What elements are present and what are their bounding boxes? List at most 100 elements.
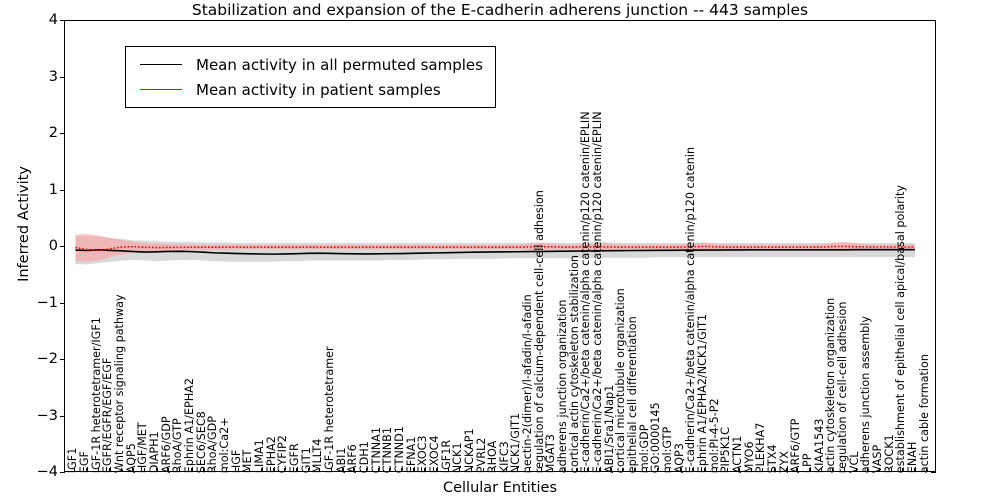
x-tick-mark	[330, 468, 332, 472]
x-tick-mark	[424, 468, 426, 472]
x-tick-mark	[237, 468, 239, 472]
x-tick-mark	[564, 468, 566, 472]
x-tick-mark	[913, 468, 915, 472]
x-tick-label: ARF6/GTP	[789, 418, 803, 473]
x-tick-mark	[727, 468, 729, 472]
x-tick-label: NCKAP1	[462, 428, 476, 473]
x-tick-label: CTNNB1	[381, 426, 395, 473]
x-tick-mark	[855, 468, 857, 472]
x-tick-mark	[97, 468, 99, 472]
x-tick-mark	[925, 468, 927, 472]
x-tick-label: RhoA/GTP	[171, 418, 185, 473]
x-tick-mark	[156, 468, 158, 472]
x-tick-label: MLLT4	[311, 438, 325, 473]
x-tick-mark	[645, 468, 647, 472]
x-tick-label: EGF	[77, 450, 91, 473]
y-tick-mark	[60, 76, 65, 78]
x-tick-label: Ephrin A1/EPHA2/NCK1/GIT1	[695, 313, 709, 473]
x-tick-label: EXOC3	[416, 435, 430, 473]
x-tick-mark	[529, 468, 531, 472]
x-tick-mark	[843, 468, 845, 472]
x-tick-label: EGFR/EGFR/EGF/EGF	[101, 357, 115, 473]
x-tick-label: CTNND1	[392, 425, 406, 473]
x-tick-mark	[704, 468, 706, 472]
x-tick-mark	[878, 468, 880, 472]
x-tick-label: MGAT3	[544, 433, 558, 473]
x-tick-mark	[587, 468, 589, 472]
y-tick-label: −1	[36, 294, 58, 311]
x-tick-mark	[354, 468, 356, 472]
x-tick-label: Wnt receptor signaling pathway	[112, 294, 126, 473]
x-tick-mark	[226, 468, 228, 472]
x-tick-label: EGFR	[287, 443, 301, 473]
x-tick-mark	[342, 468, 344, 472]
y-tick-mark	[60, 302, 65, 304]
x-tick-mark	[657, 468, 659, 472]
legend-label-patient: Mean activity in patient samples	[196, 80, 441, 99]
y-tick-label: −2	[36, 350, 58, 367]
x-tick-label: regulation of calcium-dependent cell-cel…	[532, 189, 546, 473]
legend-line-patient-icon	[140, 89, 182, 90]
x-tick-mark	[249, 468, 251, 472]
x-tick-label: VASP	[870, 444, 884, 473]
y-tick-label: 3	[48, 68, 58, 85]
x-tick-mark	[575, 468, 577, 472]
x-tick-label: actin cytoskeleton organization	[824, 297, 838, 473]
x-tick-mark	[599, 468, 601, 472]
x-tick-mark	[540, 468, 542, 472]
x-tick-label: regulation of cell-cell adhesion	[835, 301, 849, 473]
x-tick-label: Ephrin A1/EPHA2	[182, 377, 196, 473]
x-tick-label: mol:GTP	[660, 426, 674, 473]
x-tick-label: NCK1/GIT1	[509, 412, 523, 473]
x-tick-mark	[295, 468, 297, 472]
y-tick-label: −4	[36, 463, 58, 480]
x-tick-mark	[74, 468, 76, 472]
x-tick-label: NCK1	[450, 442, 464, 473]
x-tick-mark	[109, 468, 111, 472]
x-tick-mark	[214, 468, 216, 472]
x-tick-mark	[482, 468, 484, 472]
x-tick-mark	[121, 468, 123, 472]
x-tick-mark	[785, 468, 787, 472]
x-tick-label: E-cadherin/Ca2+/beta catenin/alpha caten…	[684, 146, 698, 473]
x-tick-mark	[552, 468, 554, 472]
x-tick-label: ACTN1	[730, 435, 744, 473]
x-tick-label: ARF6	[346, 444, 360, 473]
x-tick-label: IGF-1R heterotetramer	[322, 346, 336, 473]
permuted-mean-line	[75, 248, 915, 255]
y-tick-label: 0	[48, 237, 58, 254]
x-tick-mark	[634, 468, 636, 472]
x-tick-label: CYFIP2	[276, 434, 290, 473]
x-tick-label: E-cadherin/Ca2+/beta catenin/alpha caten…	[579, 111, 593, 473]
page-title: Stabilization and expansion of the E-cad…	[191, 1, 809, 19]
legend-item-patient[interactable]: Mean activity in patient samples	[134, 77, 483, 102]
plot-area: Mean activity in all permuted samples Me…	[64, 20, 936, 472]
y-tick-mark	[60, 246, 65, 247]
x-tick-mark	[692, 468, 694, 472]
x-tick-mark	[867, 468, 869, 472]
x-tick-mark	[307, 468, 309, 472]
x-axis-label: Cellular Entities	[442, 480, 558, 496]
y-tick-mark	[60, 20, 65, 21]
x-tick-label: IGF1	[66, 447, 80, 473]
x-tick-mark	[750, 468, 752, 472]
x-tick-mark	[447, 468, 449, 472]
legend-label-permuted: Mean activity in all permuted samples	[196, 55, 483, 74]
x-tick-label: LPP	[800, 453, 814, 473]
x-tick-mark	[517, 468, 519, 472]
y-tick-label: 4	[48, 11, 58, 28]
x-tick-label: nectin-2(dimer)/l-afadin/l-afadin	[520, 294, 534, 473]
patient-mean-line	[75, 245, 915, 252]
x-tick-mark	[715, 468, 717, 472]
x-tick-mark	[459, 468, 461, 472]
x-tick-mark	[820, 468, 822, 472]
legend-item-permuted[interactable]: Mean activity in all permuted samples	[134, 52, 483, 77]
y-tick-mark	[60, 189, 65, 191]
x-tick-mark	[470, 468, 472, 472]
x-tick-label: GO:0000145	[649, 402, 663, 473]
x-tick-mark	[669, 468, 671, 472]
x-tick-mark	[494, 468, 496, 472]
x-tick-label: DIAPH1	[147, 431, 161, 473]
x-tick-label: cortical microtubule organization	[614, 288, 628, 473]
